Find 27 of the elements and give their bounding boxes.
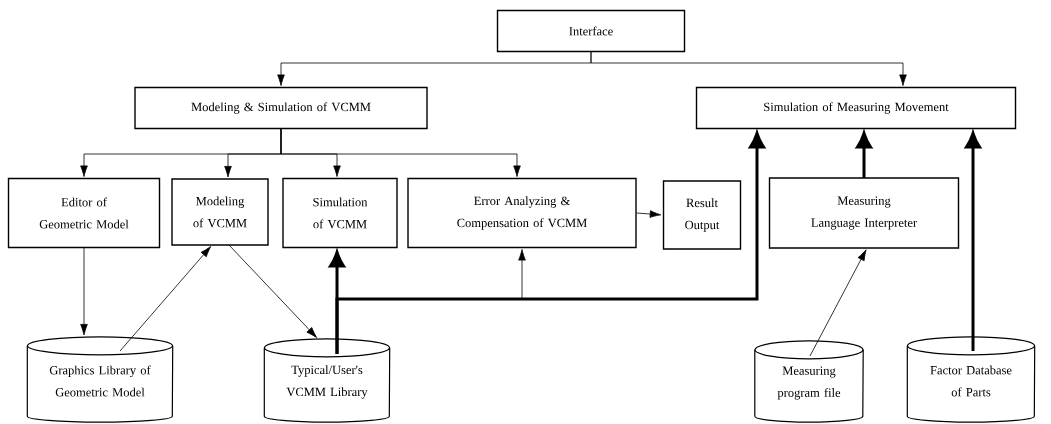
arrow — [335, 131, 766, 354]
process-box: Error Analyzing & Compensation of VCMM — [407, 177, 637, 249]
node-label: Factor Database of Parts — [930, 365, 1012, 397]
database-cylinder: Factor Database of Parts — [906, 336, 1036, 423]
arrow — [228, 244, 318, 338]
process-box: Simulation of Measuring Movement — [695, 86, 1017, 130]
arrow — [280, 128, 521, 177]
arrow — [636, 210, 662, 218]
database-cylinder: Typical/User's VCMM Library — [263, 338, 391, 423]
arrow — [965, 131, 982, 351]
database-cylinder: Measuring program file — [754, 340, 864, 423]
arrow — [590, 51, 907, 86]
process-box: Modeling of VCMM — [171, 178, 269, 246]
arrow — [80, 247, 88, 336]
process-box: Result Output — [662, 180, 742, 250]
arrow — [856, 131, 873, 178]
process-box: Simulation of VCMM — [282, 177, 398, 249]
node-label: Measuring program file — [777, 366, 841, 400]
node-label: Graphics Library of Geometric Model — [49, 365, 151, 397]
node-label: Typical/User's VCMM Library — [286, 365, 368, 399]
process-box: Interface — [496, 9, 686, 53]
arrow — [119, 246, 212, 352]
process-box: Editor of Geometric Model — [7, 177, 161, 249]
arrow — [809, 249, 867, 357]
database-cylinder: Graphics Library of Geometric Model — [26, 336, 174, 423]
process-box: Modeling & Simulation of VCMM — [134, 86, 428, 130]
process-box: Measuring Language Interpreter — [768, 177, 960, 249]
